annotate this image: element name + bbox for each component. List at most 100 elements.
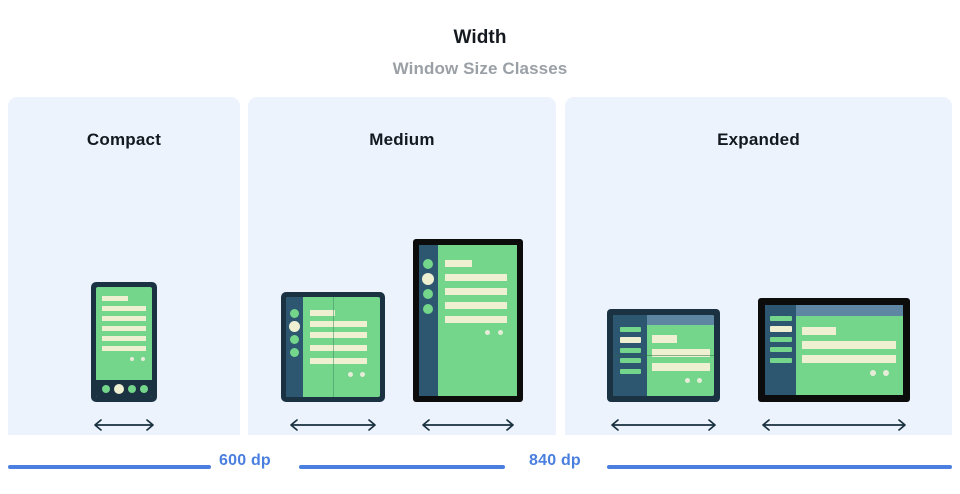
content-dot: [870, 370, 876, 376]
breakpoint-rule-segment: [299, 465, 505, 469]
panel-label-compact: Compact: [86, 130, 162, 149]
content-dot: [685, 378, 690, 383]
foldable-screen: [286, 297, 380, 397]
tablet-landscape-screen: [765, 305, 903, 395]
content-dot: [141, 357, 145, 361]
content-line: [102, 336, 146, 341]
phone-frame: [91, 282, 157, 402]
rail-bar: [620, 358, 641, 363]
phone-screen: [96, 287, 152, 397]
device-phone: [90, 282, 158, 432]
foldable-landscape-screen: [613, 315, 714, 396]
content-line: [802, 355, 896, 363]
rail-bar: [770, 337, 792, 342]
device-tablet-portrait: [413, 239, 523, 432]
width-arrow-icon: [758, 418, 910, 432]
rail-dot: [423, 289, 433, 299]
content-line: [310, 345, 367, 351]
rail-dot: [423, 259, 433, 269]
content-line: [310, 332, 367, 338]
header: Width Window Size Classes: [0, 0, 960, 80]
rail-bar: [620, 327, 641, 332]
rail-dot-active: [422, 273, 434, 285]
content-line: [310, 358, 367, 364]
navigation-rail: [765, 305, 796, 395]
breakpoint-label-840: 840 dp: [529, 452, 581, 469]
content-line: [652, 363, 710, 371]
width-arrow-icon: [90, 418, 158, 432]
panel-label-medium: Medium: [369, 130, 435, 149]
tablet-portrait-illustration: [413, 239, 523, 402]
content-line: [445, 260, 472, 267]
rail-bar: [620, 348, 641, 353]
foldable-landscape-illustration: [607, 309, 720, 402]
rail-bar: [620, 369, 641, 374]
content-dot: [498, 330, 503, 335]
content-line: [802, 327, 836, 335]
content-dot: [348, 372, 353, 377]
foldable-illustration: [281, 292, 385, 402]
content-line: [102, 326, 146, 331]
content-line: [652, 349, 710, 357]
breakpoint-rule-segment: [8, 465, 211, 469]
panel-compact: Compact: [8, 97, 240, 435]
nav-dot: [140, 385, 148, 393]
tablet-landscape-frame: [758, 298, 910, 402]
app-top-bar: [796, 305, 903, 316]
device-foldable-unfolded: [281, 292, 385, 432]
nav-dot: [128, 385, 136, 393]
width-arrow-icon: [418, 418, 518, 432]
rail-dot: [290, 309, 299, 318]
fold-crease: [333, 297, 334, 397]
navigation-rail: [286, 297, 303, 397]
content-line: [652, 335, 677, 343]
device-foldable-landscape: [607, 309, 720, 432]
page-subtitle: Window Size Classes: [392, 59, 568, 78]
device-stage-expanded: [565, 172, 952, 432]
content-line: [102, 296, 128, 301]
app-top-bar: [647, 315, 714, 325]
content-dot: [485, 330, 490, 335]
content-line: [802, 341, 896, 349]
breakpoint-rule-segment: [607, 465, 952, 469]
panel-label-expanded: Expanded: [717, 130, 800, 149]
rail-bar: [770, 316, 792, 321]
rail-dot: [423, 304, 433, 314]
content-dot: [697, 378, 702, 383]
panel-expanded: Expanded: [565, 97, 952, 435]
device-stage-medium: [248, 172, 556, 432]
foldable-frame: [281, 292, 385, 402]
rail-dot-active: [289, 321, 300, 332]
content-line: [445, 302, 507, 309]
device-tablet-landscape: [758, 298, 910, 432]
width-arrow-icon: [286, 418, 380, 432]
tablet-portrait-frame: [413, 239, 523, 402]
rail-bar-active: [620, 337, 641, 343]
content-line: [102, 306, 146, 311]
phone-navigation-bar: [96, 380, 152, 397]
content-dot: [130, 357, 134, 361]
content-line: [445, 274, 507, 281]
nav-dot: [102, 385, 110, 393]
rail-bar: [770, 347, 792, 352]
rail-bar: [770, 358, 792, 363]
panel-medium: Medium: [248, 97, 556, 435]
content-line: [310, 310, 335, 316]
content-line: [102, 346, 146, 351]
navigation-rail: [419, 245, 438, 396]
content-line: [445, 316, 507, 323]
content-line: [102, 316, 146, 321]
content-dot: [360, 372, 365, 377]
tablet-portrait-screen: [419, 245, 517, 396]
tablet-landscape-illustration: [758, 298, 910, 402]
content-line: [445, 288, 507, 295]
content-dot: [883, 370, 889, 376]
rail-dot: [290, 335, 299, 344]
content-line: [310, 321, 367, 327]
breakpoint-label-600: 600 dp: [219, 452, 271, 469]
rail-bar-active: [770, 326, 792, 332]
fold-crease: [613, 355, 714, 356]
phone-illustration: [91, 282, 157, 402]
rail-dot: [290, 348, 299, 357]
